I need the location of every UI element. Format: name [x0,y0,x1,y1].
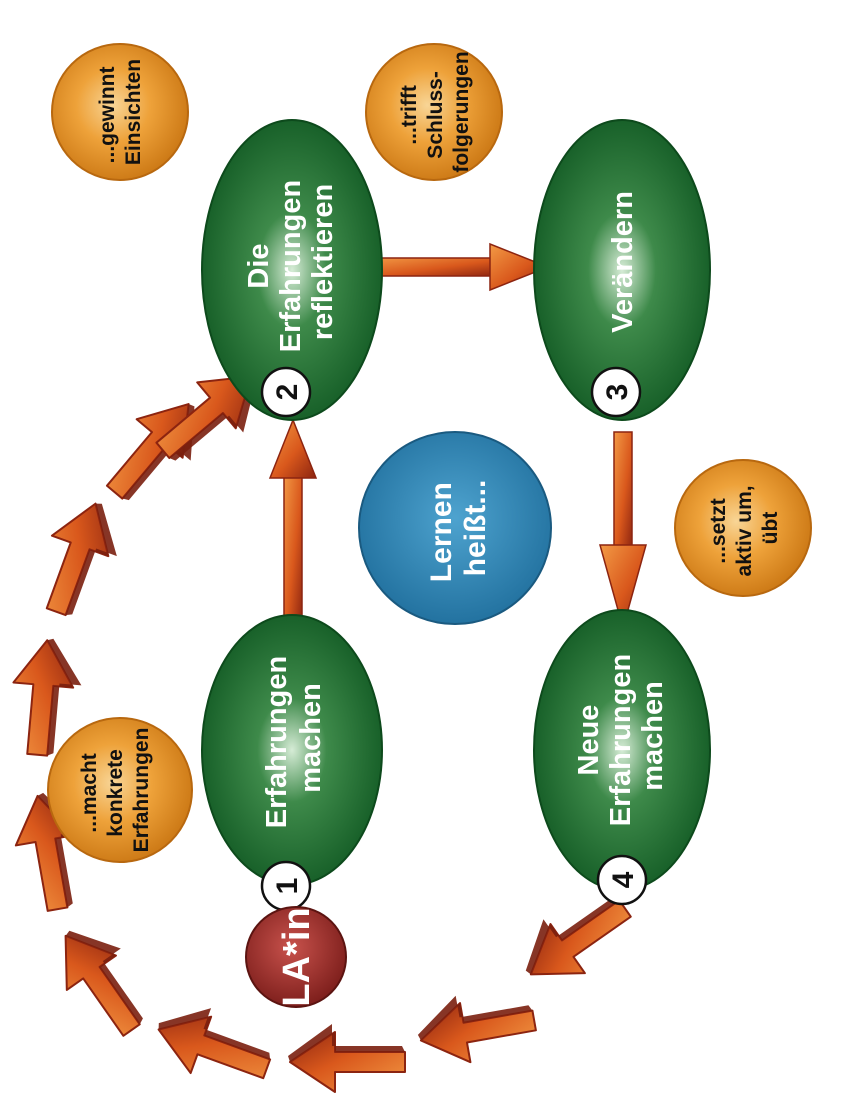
svg-text:4: 4 [607,871,640,888]
svg-text:Erfahrungen machen: Erfahrungen machen [261,648,327,828]
stage-label-line: Erfahrungen [605,654,637,826]
stage-1-erfahrungen-machen: Erfahrungen machen [201,614,383,886]
stage-3-veraendern: Verändern [533,119,711,421]
svg-text:3: 3 [601,384,634,401]
stage-number-3: 3 [590,366,642,418]
stage-label-line: Erfahrungen [261,656,293,828]
note-line: Einsichten [122,59,145,165]
cycle-arrow [26,490,133,626]
svg-text:...macht konkrete: ...macht konkrete Erfahrungen [78,728,153,853]
cycle-arrow [38,911,164,1049]
svg-text:...trifft Schluss-: ...trifft Schluss- folgerungen [398,51,473,172]
stage-label-line: Die [243,243,275,288]
stage-label-line: machen [637,681,669,791]
cycle-arrow [411,982,541,1072]
arrow-3-to-4 [599,431,647,631]
note-line: konkrete [104,749,127,837]
svg-text:Verändern: Verändern [607,191,639,333]
note-gewinnt-einsichten: ...gewinnt Einsichten [51,43,189,181]
stage-number-1: 1 [260,860,312,912]
svg-text:LA*in: LA*in [276,907,318,1006]
stage-label-line: machen [295,683,327,793]
note-line: aktiv um, [733,485,756,576]
note-line: ...macht [78,753,101,832]
arrow-2-to-3 [367,242,551,292]
cycle-arrow [90,382,220,518]
svg-text:Lernen heißt...: Lernen heißt... [425,474,492,582]
center-lernen-heisst: Lernen heißt... [358,431,552,625]
stage-number-4: 4 [596,854,648,906]
arrow-1-to-2 [268,417,318,631]
svg-text:1: 1 [271,878,304,895]
stage-4-neue-erfahrungen-machen: Neue Erfahrungen machen [533,609,711,891]
note-line: folgerungen [450,51,473,172]
svg-text:Die Erfahrungen re: Die Erfahrungen reflektieren [243,172,339,352]
stage-label-line: Erfahrungen [275,180,307,352]
note-line: ...setzt [707,498,730,563]
stage-label-line: Neue [573,705,605,776]
svg-text:...gewinnt Einsichten: ...gewinnt Einsichten [96,59,145,165]
center-line: heißt... [459,480,492,577]
note-line: Erfahrungen [130,728,153,853]
note-setzt-aktiv-um: ...setzt aktiv um, übt [674,459,812,597]
stage-number-2: 2 [260,366,312,418]
note-line: ...trifft [398,85,421,144]
la-in-badge: LA*in [245,906,347,1008]
note-trifft-schlussfolgerungen: ...trifft Schluss- folgerungen [365,43,503,181]
note-line: übt [759,512,782,545]
stage-label-line: reflektieren [307,184,339,340]
cycle-arrow [287,1023,406,1093]
note-line: ...gewinnt [96,67,119,164]
stage-label-line: Verändern [607,191,639,333]
svg-text:2: 2 [271,384,304,401]
stage-2-erfahrungen-reflektieren: Die Erfahrungen reflektieren [201,119,383,421]
svg-text:...setzt aktiv um,: ...setzt aktiv um, übt [707,480,782,577]
note-macht-konkrete-erfahrungen: ...macht konkrete Erfahrungen [47,717,193,863]
cycle-arrow [145,992,281,1099]
svg-text:Neue Erfahrungen m: Neue Erfahrungen machen [573,646,669,826]
note-line: Schluss- [424,71,447,159]
center-line: Lernen [425,482,458,582]
